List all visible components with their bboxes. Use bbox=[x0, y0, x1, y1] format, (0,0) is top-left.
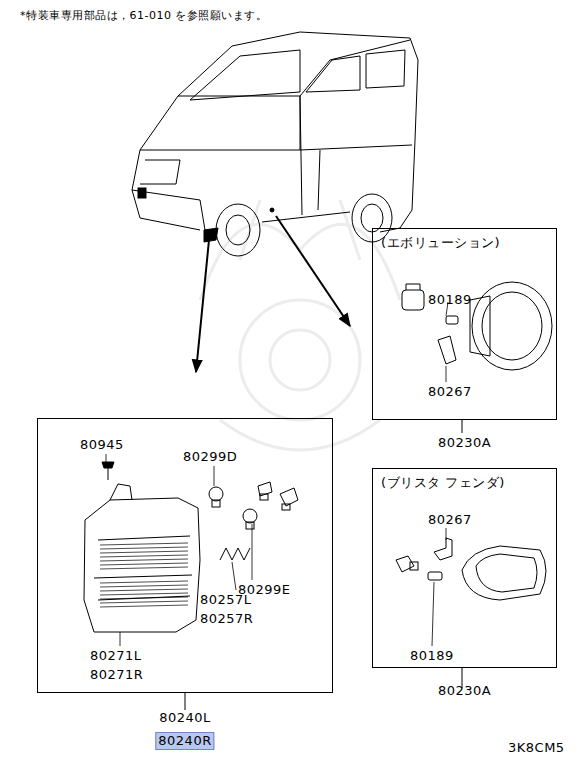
variant-heading: (ブリスタ フェンダ) bbox=[381, 475, 505, 491]
callout-number: 80299D bbox=[183, 449, 237, 465]
variant-heading: (エボリューション) bbox=[381, 235, 500, 251]
callout-number: 80267 bbox=[428, 384, 472, 400]
leader-line bbox=[462, 420, 463, 433]
vehicle-drawing bbox=[132, 32, 418, 256]
part-number: 80230A bbox=[438, 435, 491, 451]
side-lamp bbox=[402, 282, 552, 370]
callout-number: 80257R bbox=[200, 611, 253, 627]
callout-number: 80267 bbox=[428, 512, 472, 528]
part-number: 80230A bbox=[438, 683, 491, 699]
diagram-code: 3K8CM5 bbox=[508, 740, 565, 756]
leader-line bbox=[106, 302, 448, 646]
note: *特装車専用部品は，61-010 を参照願います。 bbox=[20, 8, 267, 24]
callout-number: 80271R bbox=[90, 667, 143, 683]
bulb-and-socket bbox=[209, 482, 298, 560]
callout-number: 80945 bbox=[80, 437, 124, 453]
parts-box: (ブリスタ フェンダ)80230A bbox=[372, 468, 557, 668]
watermark bbox=[200, 200, 400, 450]
part-number: 80240R bbox=[155, 732, 214, 750]
part-number: 80240L bbox=[159, 710, 211, 726]
callout-number: 80189 bbox=[410, 648, 454, 664]
callout-number: 80257L bbox=[200, 592, 252, 608]
callout-number: 80189 bbox=[428, 292, 472, 308]
lens-ribs bbox=[100, 543, 188, 607]
front-combination-lamp bbox=[84, 462, 200, 632]
pointer-arrow bbox=[276, 216, 350, 326]
callout-number: 80271L bbox=[90, 648, 142, 664]
side-lamp bbox=[396, 538, 546, 600]
pointer-arrow bbox=[196, 240, 209, 372]
leader-line bbox=[185, 693, 186, 710]
